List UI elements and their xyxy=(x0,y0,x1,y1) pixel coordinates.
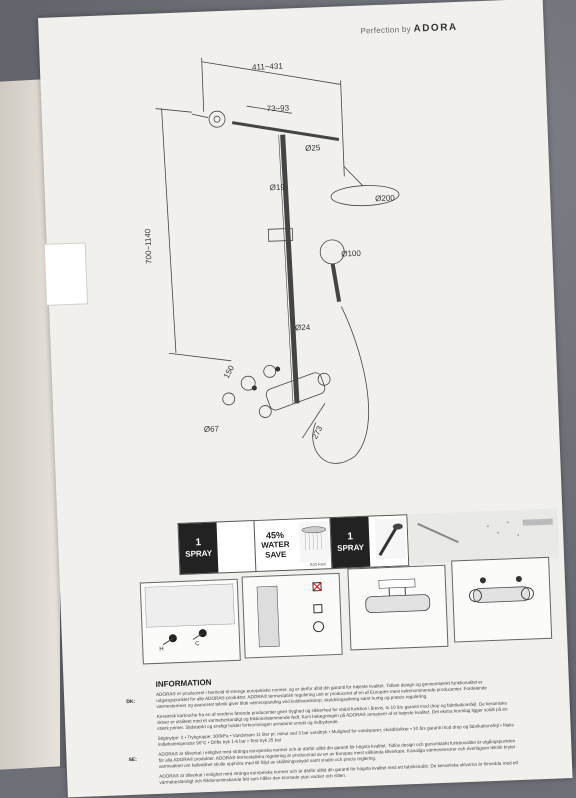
feature-hand-spray: 1 SPRAY xyxy=(329,514,409,569)
mixer-knob-left xyxy=(259,405,271,417)
information-title: INFORMATION xyxy=(155,678,211,689)
product-box-panel: Perfection by ADORA xyxy=(38,0,573,797)
dim-lower-pipe: Ø24 xyxy=(295,323,311,333)
dim-total-width: 411~431 xyxy=(252,62,284,72)
dim-head-shower: Ø200 xyxy=(375,193,395,203)
feature-row: 1 SPRAY 45% WATER SAVE Soft Rain 1 SPRAY xyxy=(177,523,179,575)
feature-save: SAVE xyxy=(256,550,296,562)
shower-arm xyxy=(232,119,339,144)
feature-water-save-text: 45% WATER SAVE xyxy=(254,520,296,571)
label-cold: C xyxy=(195,641,200,647)
feature-caption: Soft Rain xyxy=(310,561,327,567)
feature-badge: 1 SPRAY xyxy=(330,517,370,568)
dim-rail: Ø19 xyxy=(270,183,286,193)
install-step-4 xyxy=(451,557,552,643)
dim-pipe-top: Ø25 xyxy=(305,143,321,153)
shower-rail xyxy=(283,135,297,404)
dim-arm-offset: 73~93 xyxy=(266,103,289,113)
mixer-knob-right xyxy=(318,373,330,385)
dim-hand-shower: Ø100 xyxy=(341,249,361,259)
feature-label: SPRAY xyxy=(179,548,217,560)
dim-height: 700~1140 xyxy=(143,228,153,264)
lang-dk: DK: xyxy=(126,699,135,705)
dim-spacing: 150 xyxy=(222,363,236,379)
install-step-3 xyxy=(347,565,448,651)
dim-flange: Ø67 xyxy=(204,424,220,434)
hand-shower-icon xyxy=(374,518,406,559)
dimension-line-height xyxy=(162,108,176,353)
lang-se: SE: xyxy=(128,757,137,763)
rain-shower-icon xyxy=(299,521,331,562)
dim-hose-length: 273 xyxy=(310,424,324,440)
feature-badge: 1 SPRAY xyxy=(179,523,219,574)
flange-right xyxy=(264,365,276,377)
install-step-2 xyxy=(242,573,343,659)
wall-bracket-top xyxy=(209,111,226,128)
install-step-1: H C xyxy=(140,579,241,665)
feature-label: SPRAY xyxy=(331,542,369,554)
feature-water-save: 45% WATER SAVE Soft Rain xyxy=(253,517,333,572)
feature-head-spray: 1 SPRAY xyxy=(177,520,257,575)
label-hot: H xyxy=(159,647,164,653)
technical-diagram: 411~431 73~93 Ø25 Ø19 Ø200 Ø100 700~1140… xyxy=(38,0,562,518)
feature-accessories-photo xyxy=(407,508,559,564)
